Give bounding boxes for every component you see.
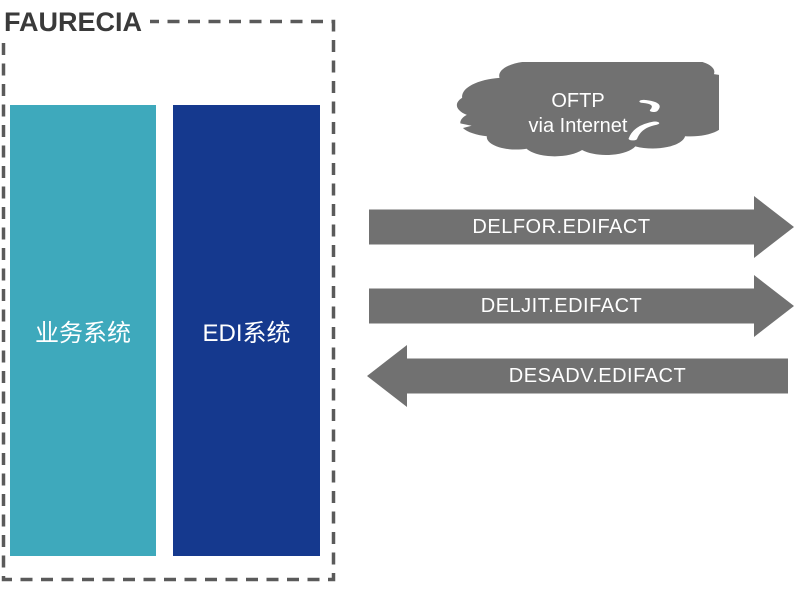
oftp-cloud: OFTP via Internet bbox=[437, 62, 719, 174]
arrow-right-icon bbox=[369, 196, 794, 258]
cloud-label-line1: OFTP bbox=[551, 90, 605, 112]
message-arrow-desadv: DESADV.EDIFACT bbox=[367, 345, 788, 407]
edi-system-box: EDI系统 bbox=[173, 105, 320, 556]
message-arrow-label: DESADV.EDIFACT bbox=[508, 364, 687, 387]
cloud-notch-right-lower bbox=[628, 121, 660, 141]
business-system-label: 业务系统 bbox=[35, 320, 131, 347]
cloud-notch-right-upper bbox=[639, 99, 660, 113]
message-arrow-label: DELJIT.EDIFACT bbox=[480, 294, 643, 317]
message-arrow-label: DELFOR.EDIFACT bbox=[472, 215, 651, 238]
business-system-box: 业务系统 bbox=[10, 105, 156, 556]
cloud-icon bbox=[437, 62, 719, 157]
message-arrow-delfor: DELFOR.EDIFACT bbox=[369, 196, 794, 258]
cloud-label-line2: via Internet bbox=[528, 115, 628, 137]
edi-system-label: EDI系统 bbox=[202, 320, 291, 347]
cloud-notch-left bbox=[437, 118, 472, 134]
arrow-left-icon bbox=[367, 345, 788, 407]
arrow-right-icon bbox=[369, 275, 794, 337]
dashed-border bbox=[1, 19, 336, 582]
cloud-label: OFTP via Internet bbox=[437, 62, 719, 174]
message-arrow-deljit: DELJIT.EDIFACT bbox=[369, 275, 794, 337]
company-title: FAURECIA bbox=[0, 2, 150, 42]
